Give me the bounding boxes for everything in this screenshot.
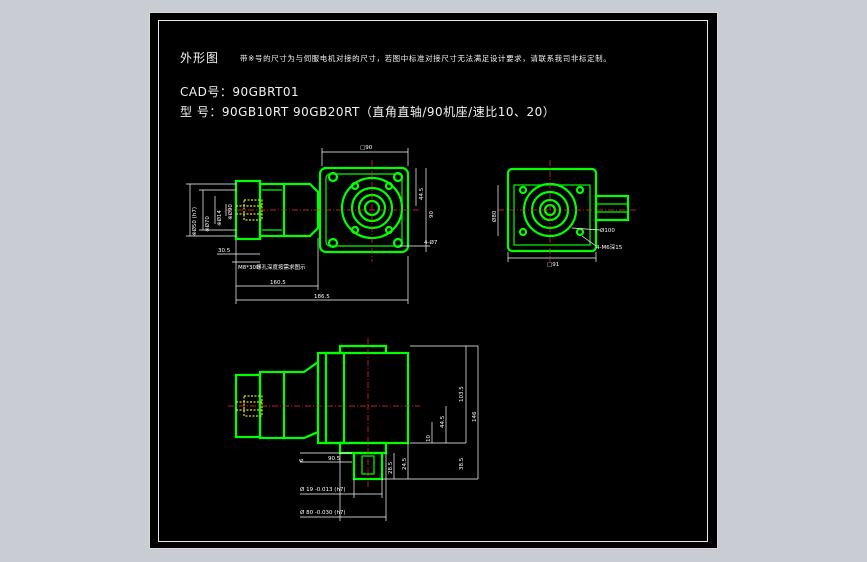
- dim-front-top-square: □90: [360, 145, 373, 151]
- svg-text:90: 90: [429, 211, 435, 218]
- dim-bottom-d2: 24.5: [402, 457, 408, 470]
- dim-bottom-d1: 28.5: [388, 461, 394, 474]
- dim-side-square: □91: [547, 262, 559, 268]
- dim-bottom-shaft2: Ø 80 -0.030 (h7): [300, 509, 346, 516]
- dim-front-total-long: 186.5: [314, 294, 330, 300]
- model-line: 型 号：90GB10RT 90GB20RT（直角直轴/90机座/速比10、20）: [180, 105, 556, 119]
- dim-bottom-d4: 6: [299, 458, 305, 462]
- side-view: □91 Ø100 4-M6深15 Ø80: [491, 160, 636, 268]
- dim-left-2: ※Ø14: [216, 210, 223, 226]
- bottom-output-flange: [338, 441, 388, 455]
- dim-bottom-h1: 103.5: [459, 386, 465, 402]
- dim-bottom-h4: 44.5: [440, 415, 446, 428]
- drawing-sheet-outer-frame: [149, 12, 718, 549]
- bottom-view: 103.5 146 38.5 44.5 10 28.5 24.5 90.5 6 …: [228, 338, 479, 521]
- svg-text:10: 10: [426, 435, 432, 442]
- dim-left-3: ※Ø90: [227, 204, 234, 220]
- bottom-adapter: [258, 370, 286, 440]
- dim-side-thread: 4-M6深15: [596, 243, 623, 251]
- dim-front-hole-note: 4-Ø7: [424, 239, 438, 246]
- front-view: □90 160.5 186.5 30.5 M8*30螺孔深度按需求图示 4-Ø7…: [186, 145, 438, 304]
- dim-bottom-d3: 90.5: [328, 456, 341, 462]
- dim-left-1: ※Ø70: [204, 216, 211, 232]
- dim-bottom-shaft1: Ø 19 -0.013 (h7): [300, 486, 346, 493]
- bottom-adapter-taper: [284, 359, 320, 440]
- drawing-note: 带※号的尺寸为与伺服电机对接的尺寸，若图中标准对接尺寸无法满足设计要求，请联系我…: [240, 54, 612, 63]
- drawing-title: 外形图: [180, 51, 220, 65]
- dim-front-left-offset: 30.5: [218, 248, 231, 254]
- bottom-top-cap: [338, 344, 388, 353]
- dim-bottom-h2: 146: [472, 411, 478, 422]
- cad-number: CAD号：90GBRT01: [180, 85, 300, 99]
- dim-front-motor-note: M8*30螺孔深度按需求图示: [238, 263, 306, 271]
- dim-bottom-h3: 38.5: [459, 457, 465, 470]
- bottom-gearbox-body: [316, 351, 410, 445]
- dim-front-total-short: 160.5: [270, 280, 286, 286]
- dim-side-thread-b: Ø80: [491, 210, 498, 222]
- drawing-sheet-inner-frame: [158, 20, 708, 542]
- dim-left-0: ※Ø50 (h7): [191, 207, 198, 236]
- svg-text:44.5: 44.5: [419, 187, 425, 200]
- dim-side-pcd: Ø100: [600, 227, 615, 234]
- side-output-shaft: [594, 194, 630, 222]
